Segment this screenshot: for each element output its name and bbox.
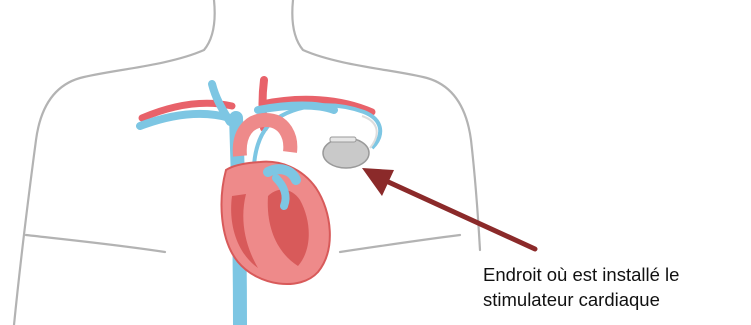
pacemaker-device [323,137,369,168]
pacemaker-header [330,137,356,142]
caption-line-1: Endroit où est installé le [483,262,749,287]
chest-right-line [340,235,460,252]
heart [222,120,330,284]
neck-left-line [14,0,215,325]
annotation-caption: Endroit où est installé le stimulateur c… [483,262,749,312]
caption-line-2: stimulateur cardiaque [483,287,749,312]
chest-left-line [26,235,165,252]
arrow-shaft [384,180,535,249]
aortic-arch [240,120,291,156]
